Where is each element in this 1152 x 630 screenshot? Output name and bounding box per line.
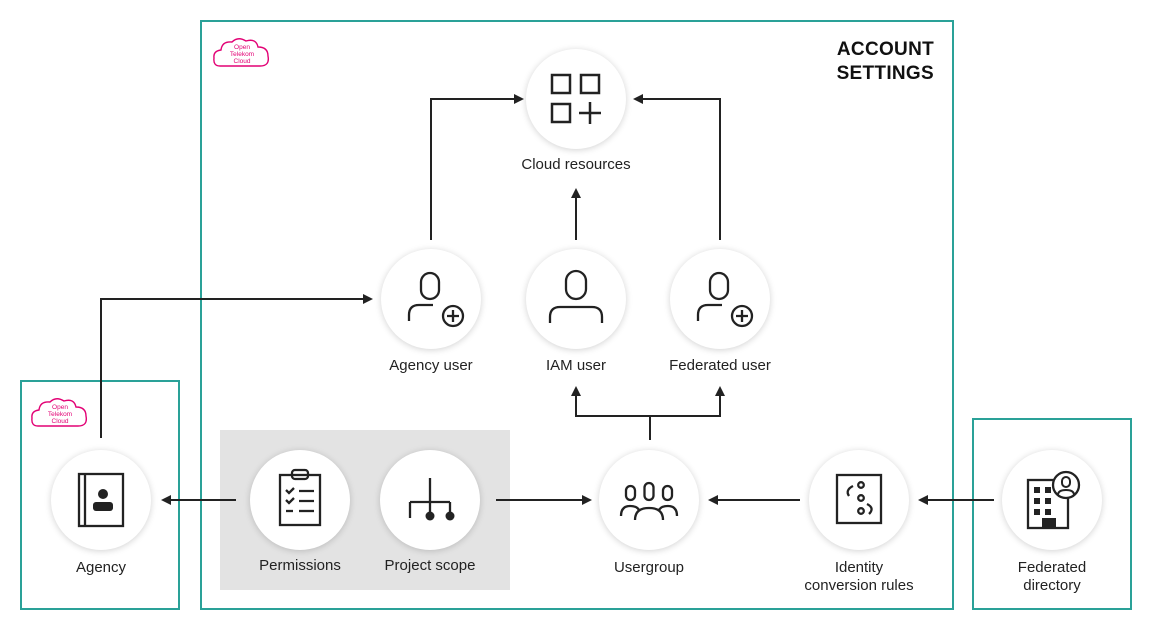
logo-text-3: Cloud bbox=[233, 58, 251, 65]
label-line-2: directory bbox=[1023, 577, 1081, 594]
federated-directory-frame bbox=[972, 418, 1132, 610]
agency-user-node[interactable] bbox=[381, 249, 481, 349]
federated-user-label: Federated user bbox=[669, 357, 771, 374]
usergroup-node[interactable] bbox=[599, 450, 699, 550]
contact-book-icon bbox=[77, 472, 125, 528]
federated-user-node[interactable] bbox=[670, 249, 770, 349]
arrow-usergroup-to-iam-user bbox=[571, 386, 651, 440]
title-line-1: ACCOUNT bbox=[836, 39, 934, 60]
logo-text-3: Cloud bbox=[51, 418, 69, 425]
arrow-usergroup-to-federated-user bbox=[650, 386, 725, 417]
label-line-1: Identity bbox=[834, 559, 884, 576]
account-settings-frame bbox=[200, 20, 954, 610]
label-line-1: Federated bbox=[1017, 559, 1087, 576]
logo-text-2: Telekom bbox=[47, 411, 73, 418]
user-plus-icon bbox=[407, 271, 465, 328]
label-line-2: conversion rules bbox=[804, 577, 914, 594]
permissions-node[interactable] bbox=[250, 450, 350, 550]
arrow-federated-user-to-resources bbox=[633, 94, 721, 240]
federated-directory-label: Federated directory bbox=[962, 559, 1142, 595]
agency-node[interactable] bbox=[51, 450, 151, 550]
user-icon bbox=[548, 269, 604, 323]
permissions-label: Permissions bbox=[259, 557, 341, 574]
open-telekom-cloud-logo-small: Open Telekom Cloud bbox=[30, 396, 90, 430]
cloud-resources-label: Cloud resources bbox=[521, 156, 631, 173]
federated-directory-node[interactable] bbox=[1002, 450, 1102, 550]
grid-plus-icon bbox=[550, 73, 601, 124]
open-telekom-cloud-logo: Open Telekom Cloud bbox=[212, 36, 272, 70]
building-user-icon bbox=[1026, 470, 1081, 530]
cloud-resources-node[interactable] bbox=[526, 49, 626, 149]
usergroup-label: Usergroup bbox=[613, 559, 685, 576]
iam-user-label: IAM user bbox=[545, 357, 606, 374]
project-scope-label: Project scope bbox=[384, 557, 476, 574]
title-line-2: SETTINGS bbox=[836, 63, 934, 84]
arrow-agency-to-agency-user bbox=[100, 294, 373, 438]
logo-text-1: Open bbox=[52, 404, 68, 411]
agency-label: Agency bbox=[75, 559, 127, 576]
identity-conversion-rules-node[interactable] bbox=[809, 450, 909, 550]
user-plus-icon bbox=[696, 271, 754, 328]
hierarchy-icon bbox=[408, 478, 455, 521]
iam-user-node[interactable] bbox=[526, 249, 626, 349]
arrow-agency-user-to-resources bbox=[430, 94, 524, 240]
clipboard-checklist-icon bbox=[278, 468, 322, 527]
identity-conversion-rules-label: Identity conversion rules bbox=[769, 559, 949, 595]
user-group-icon bbox=[619, 481, 679, 521]
conversion-rules-icon bbox=[835, 473, 883, 525]
project-scope-node[interactable] bbox=[380, 450, 480, 550]
account-settings-title: ACCOUNT SETTINGS bbox=[780, 38, 934, 88]
logo-text-2: Telekom bbox=[229, 51, 255, 58]
logo-text-1: Open bbox=[234, 44, 250, 51]
agency-user-label: Agency user bbox=[389, 357, 473, 374]
